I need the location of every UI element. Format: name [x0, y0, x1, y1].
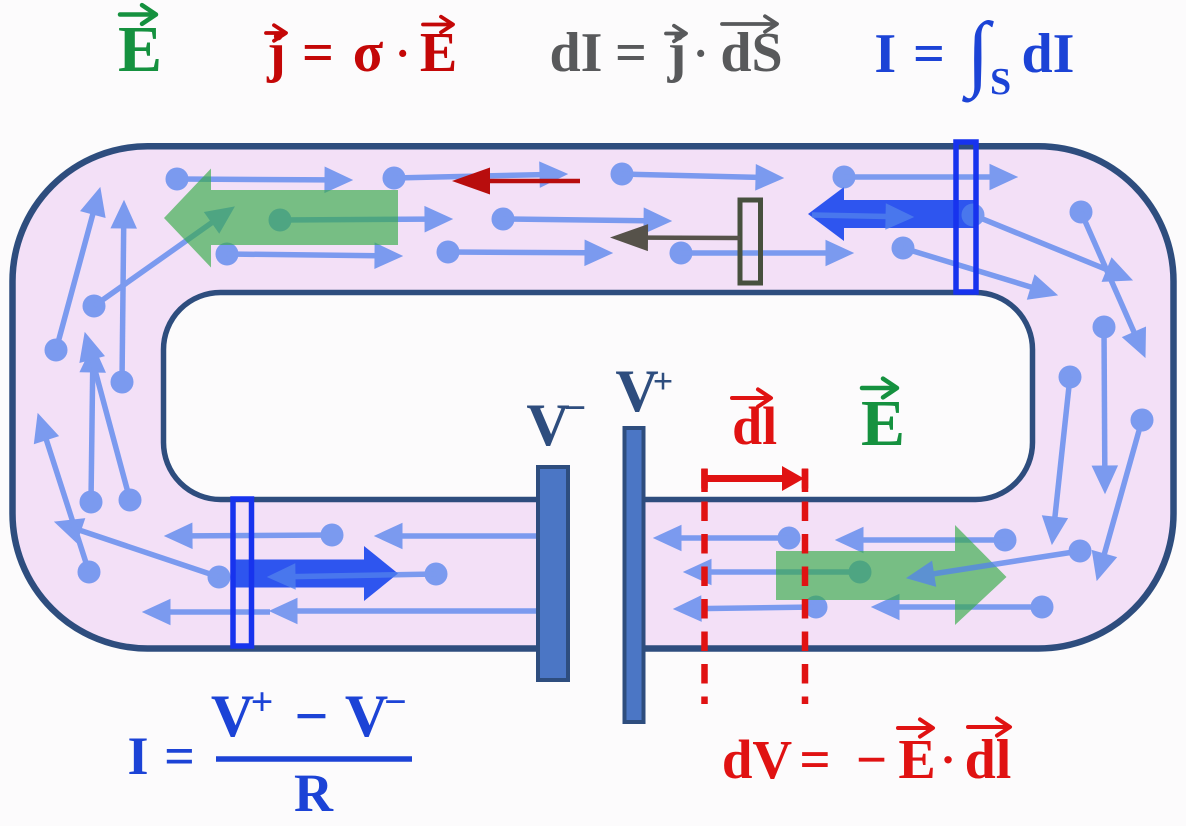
svg-text:+: +	[653, 361, 674, 401]
svg-text:∫: ∫	[961, 6, 994, 103]
svg-text:−: −	[384, 679, 407, 724]
svg-text:dl: dl	[965, 729, 1012, 791]
svg-text:σ: σ	[353, 22, 384, 84]
svg-text:=: =	[615, 22, 647, 84]
svg-text:dI: dI	[1022, 23, 1075, 85]
svg-text:+: +	[251, 679, 274, 724]
svg-text:E: E	[118, 13, 162, 86]
svg-text:dl: dl	[732, 396, 777, 456]
svg-text:V: V	[345, 683, 388, 749]
svg-text:−: −	[294, 683, 328, 749]
svg-text:dV: dV	[722, 729, 793, 790]
svg-text:=: =	[164, 726, 195, 786]
svg-text:dS: dS	[720, 22, 782, 84]
svg-text:I: I	[127, 726, 148, 786]
svg-text:R: R	[294, 763, 334, 823]
svg-text:S: S	[990, 61, 1011, 103]
svg-text:I: I	[874, 23, 896, 85]
svg-text:−: −	[564, 385, 587, 430]
svg-text:dI: dI	[550, 22, 603, 84]
svg-text:·: ·	[693, 29, 708, 78]
svg-text:E: E	[420, 22, 457, 84]
svg-text:E: E	[898, 729, 935, 791]
svg-text:·: ·	[395, 29, 410, 78]
svg-text:V: V	[211, 683, 254, 749]
svg-text:=: =	[302, 22, 334, 84]
svg-text:−: −	[856, 729, 887, 790]
svg-text:=: =	[799, 729, 830, 790]
svg-text:=: =	[913, 23, 945, 85]
svg-text:·: ·	[940, 734, 955, 785]
svg-text:V: V	[526, 392, 569, 458]
svg-text:V: V	[615, 358, 658, 424]
